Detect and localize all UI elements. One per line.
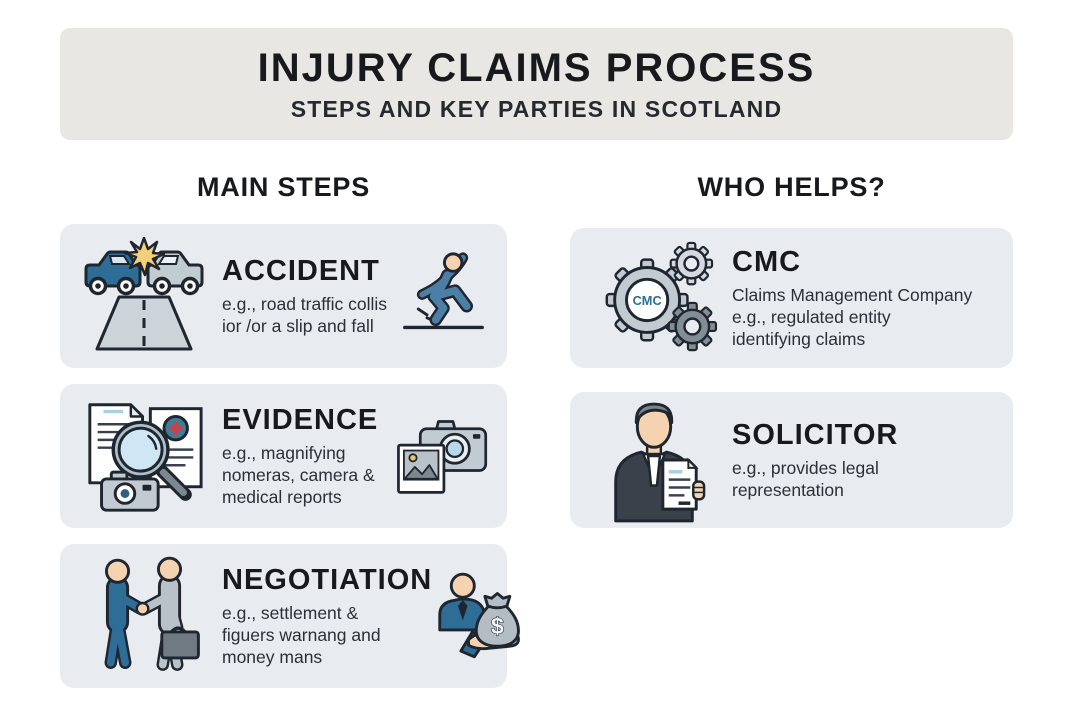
step-description: e.g., magnifying nomeras, camera & medic…: [222, 442, 375, 508]
step-title: NEGOTIATION: [222, 563, 433, 596]
gear-cmc-label: CMC: [633, 293, 662, 308]
camera-photo-icon: [393, 412, 493, 500]
who-helps-heading: WHO HELPS?: [697, 172, 886, 202]
helper-description: Claims Management Company e.g., regulate…: [732, 284, 973, 350]
solicitor-icon: [584, 397, 724, 523]
step-title: ACCIDENT: [222, 254, 380, 287]
car-crash-icon: [74, 237, 214, 355]
card-negotiation: NEGOTIATION e.g., settlement & figuers w…: [60, 544, 521, 688]
handshake-icon: [74, 551, 214, 681]
cmc-text: CMC Claims Management Company e.g., regu…: [724, 246, 999, 350]
helper-title: SOLICITOR: [732, 418, 899, 451]
documents-magnifier-icon: [74, 395, 214, 517]
main-steps-heading: MAIN STEPS: [196, 172, 371, 202]
card-accident: ACCIDENT e.g., road traffic collis ior /…: [60, 224, 507, 368]
money-bag-hand-icon: $: [432, 570, 532, 662]
solicitor-text: SOLICITOR e.g., provides legal represent…: [724, 419, 999, 501]
step-title: EVIDENCE: [222, 403, 379, 436]
step-description: e.g., road traffic collis ior /or a slip…: [222, 293, 388, 336]
accident-text: ACCIDENT e.g., road traffic collis ior /…: [214, 255, 393, 337]
helper-title: CMC: [732, 245, 802, 278]
evidence-text: EVIDENCE e.g., magnifying nomeras, camer…: [214, 404, 393, 508]
page-subtitle: STEPS AND KEY PARTIES IN SCOTLAND: [290, 95, 783, 122]
header-banner: INJURY CLAIMS PROCESS STEPS AND KEY PART…: [60, 28, 1013, 140]
card-evidence: EVIDENCE e.g., magnifying nomeras, camer…: [60, 384, 507, 528]
gears-icon: CMC: [584, 239, 724, 357]
page-title: INJURY CLAIMS PROCESS: [257, 45, 816, 90]
card-cmc: CMC: [570, 228, 1013, 368]
slip-and-fall-icon: [393, 250, 493, 342]
dollar-sign-glyph: $: [491, 613, 504, 639]
helper-description: e.g., provides legal representation: [732, 457, 879, 500]
step-description: e.g., settlement & figuers warnang and m…: [222, 602, 381, 668]
card-solicitor: SOLICITOR e.g., provides legal represent…: [570, 392, 1013, 528]
negotiation-text: NEGOTIATION e.g., settlement & figuers w…: [214, 564, 432, 668]
